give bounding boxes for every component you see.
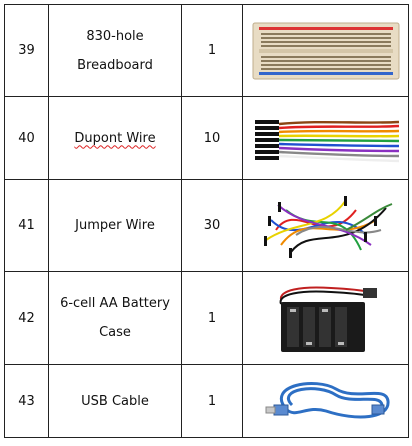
battery-case-image: [242, 271, 409, 365]
item-number: 39: [4, 4, 49, 97]
usb-cable-image: [242, 364, 409, 438]
battery-case-image-svg: [279, 286, 377, 352]
item-number: 43: [4, 364, 49, 438]
item-name: Jumper Wire: [48, 179, 182, 272]
item-quantity: 1: [181, 4, 243, 97]
breadboard-image-svg: [252, 22, 399, 79]
parts-table: 39 830-hole Breadboard 1: [4, 4, 409, 438]
item-name: Dupont Wire: [48, 96, 182, 180]
table-row: 43 USB Cable 1: [4, 364, 409, 438]
dupont-wire-image: [242, 96, 409, 180]
item-quantity: 1: [181, 271, 243, 365]
item-number: 40: [4, 96, 49, 180]
item-number: 42: [4, 271, 49, 365]
usb-cable-image-svg: [265, 382, 389, 419]
table-row: 41 Jumper Wire 30: [4, 179, 409, 272]
table-row: 42 6-cell AA Battery Case 1: [4, 271, 409, 365]
jumper-wire-image-svg: [263, 195, 392, 258]
item-name: 830-hole Breadboard: [48, 4, 182, 97]
item-name: 6-cell AA Battery Case: [48, 271, 182, 365]
item-quantity: 10: [181, 96, 243, 180]
item-quantity: 1: [181, 364, 243, 438]
breadboard-image: [242, 4, 409, 97]
item-name: USB Cable: [48, 364, 182, 438]
jumper-wire-image: [242, 179, 409, 272]
table-row: 39 830-hole Breadboard 1: [4, 4, 409, 97]
table-row: 40 Dupont Wire 10: [4, 96, 409, 180]
dupont-wire-image-svg: [254, 120, 399, 163]
item-quantity: 30: [181, 179, 243, 272]
item-number: 41: [4, 179, 49, 272]
